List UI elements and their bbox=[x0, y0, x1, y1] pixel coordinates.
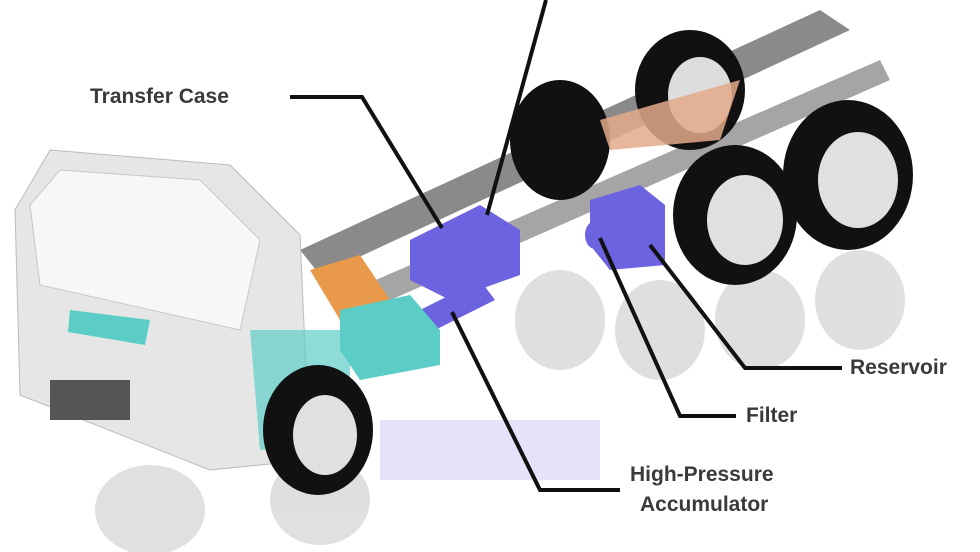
leader-lines bbox=[290, 0, 842, 492]
top-leader bbox=[485, 0, 548, 216]
label-accumulator-line1: High-Pressure bbox=[630, 463, 774, 486]
accumulator-leader bbox=[450, 311, 620, 492]
filter-leader bbox=[598, 237, 736, 418]
reservoir-component bbox=[590, 185, 665, 270]
rear-wheels bbox=[510, 30, 913, 285]
label-accumulator-line2: Accumulator bbox=[640, 493, 769, 516]
reservoir-leader bbox=[648, 243, 842, 370]
label-transfer-case: Transfer Case bbox=[90, 85, 229, 108]
transfer-case-component bbox=[410, 205, 520, 300]
label-reservoir: Reservoir bbox=[850, 356, 947, 379]
transfer-case-leader bbox=[290, 95, 444, 230]
label-filter: Filter bbox=[746, 404, 798, 427]
